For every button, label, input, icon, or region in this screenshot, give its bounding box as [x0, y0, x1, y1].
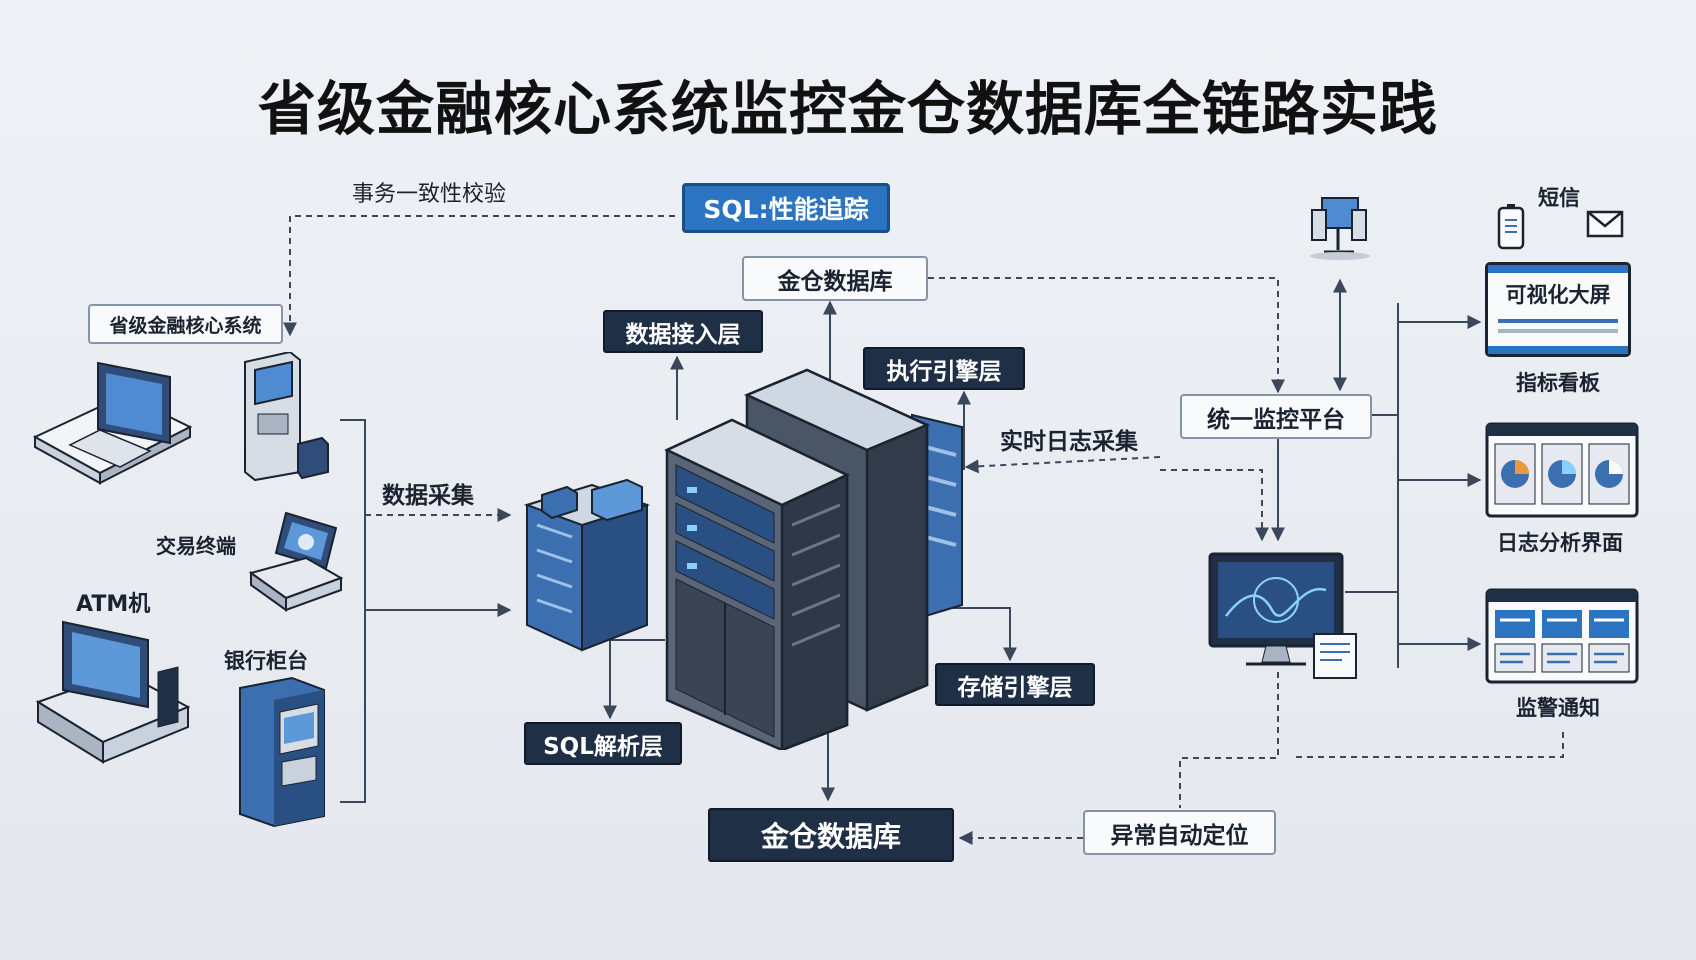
label-consistency: 事务一致性校验	[352, 182, 507, 207]
label-realtime-log: 实时日志采集	[1000, 429, 1138, 455]
desktop-terminal-icon	[32, 361, 193, 485]
sql-trace-box: SQL:性能追踪	[682, 183, 890, 233]
label-bank-counter: 银行柜台	[224, 649, 308, 673]
chart-panel-icon	[1485, 422, 1639, 518]
label-atm: ATM机	[76, 592, 151, 617]
server-rack-icon	[523, 478, 651, 652]
exec-layer-box: 执行引擎层	[863, 347, 1025, 390]
server-rack-icon-main	[664, 368, 963, 750]
sql-parse-box: SQL解析层	[524, 722, 682, 765]
smartphone-icon	[1497, 204, 1525, 250]
access-layer-box: 数据接入层	[603, 310, 763, 353]
pos-terminal-icon	[248, 511, 344, 612]
kingbase-bottom-box: 金仓数据库	[708, 808, 954, 862]
label-data-collect: 数据采集	[382, 483, 474, 509]
kiosk-icon	[244, 352, 329, 482]
core-system-box: 省级金融核心系统	[88, 304, 283, 344]
label-alert-notify: 监警通知	[1516, 696, 1600, 720]
kingbase-top-box: 金仓数据库	[742, 256, 928, 301]
bank-counter-icon	[239, 676, 325, 828]
mail-icon	[1586, 210, 1624, 238]
atm-icon	[35, 620, 191, 764]
big-screen-label: 可视化大屏	[1505, 283, 1611, 307]
page-title: 省级金融核心系统监控金仓数据库全链路实践	[257, 75, 1438, 143]
storage-layer-box: 存储引擎层	[935, 663, 1095, 706]
list-panel-icon	[1485, 588, 1639, 684]
label-trade-terminal: 交易终端	[156, 534, 236, 558]
anomaly-box: 异常自动定位	[1083, 810, 1276, 855]
big-screen-panel: 可视化大屏	[1485, 262, 1631, 357]
monitor-workstation-icon	[1310, 197, 1370, 260]
label-sms: 短信	[1538, 186, 1580, 210]
label-log-analysis: 日志分析界面	[1497, 531, 1623, 555]
monitor-workstation-icon-main	[1208, 552, 1357, 679]
label-metric-board: 指标看板	[1516, 371, 1600, 395]
unified-platform-box: 统一监控平台	[1180, 394, 1372, 439]
